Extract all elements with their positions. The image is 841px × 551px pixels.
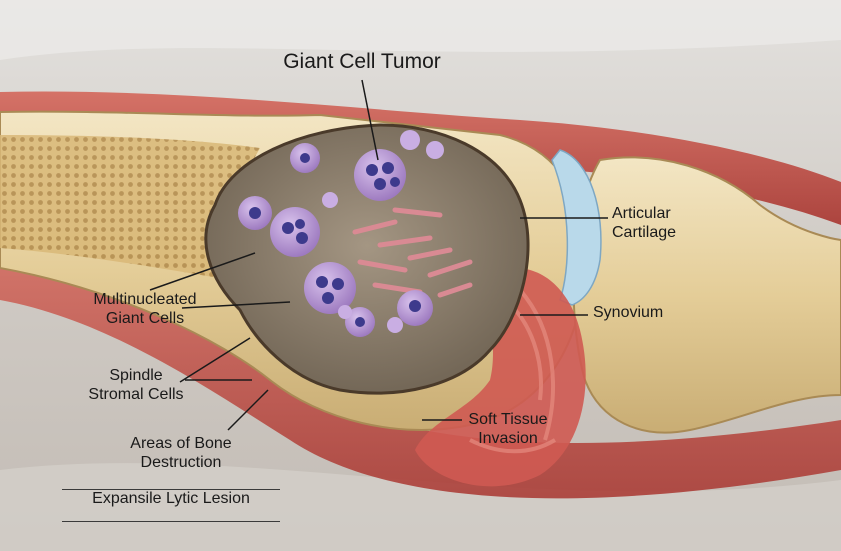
bone-destruction-label: Areas of Bone Destruction bbox=[106, 435, 256, 473]
caption: Expansile Lytic Lesion bbox=[92, 490, 250, 507]
caption-rule-bottom bbox=[62, 521, 280, 522]
synovium-label: Synovium bbox=[593, 304, 664, 321]
soft-tissue-line-1: Soft Tissue bbox=[468, 411, 548, 428]
articular-cartilage-line-1: Articular bbox=[612, 205, 671, 222]
giant-cells bbox=[238, 130, 444, 337]
synovial-mass bbox=[415, 268, 586, 487]
medullary-bone bbox=[0, 135, 260, 285]
title-label: Giant Cell Tumor bbox=[283, 50, 441, 73]
spindle-line-2: Stromal Cells bbox=[88, 385, 184, 403]
multinucleated-label: Multinucleated Giant Cells bbox=[60, 291, 230, 329]
spindle-line-1: Spindle bbox=[109, 367, 163, 384]
multinucleated-line-2: Giant Cells bbox=[105, 309, 185, 327]
caption-rule-top bbox=[62, 489, 280, 490]
spindle-cells bbox=[352, 207, 473, 298]
background-haze-lower bbox=[0, 463, 841, 551]
tumor-mass bbox=[204, 123, 530, 395]
multinucleated-line-1: Multinucleated bbox=[93, 291, 197, 308]
articular-cartilage-label: Articular Cartilage bbox=[612, 205, 676, 243]
background-haze bbox=[0, 0, 841, 60]
leader-lines bbox=[149, 79, 608, 431]
spindle-label: Spindle Stromal Cells bbox=[66, 367, 206, 405]
bone-destruction-line-2: Destruction bbox=[140, 453, 222, 471]
articular-cartilage-line-2: Cartilage bbox=[612, 223, 677, 241]
soft-tissue-label: Soft Tissue Invasion bbox=[448, 411, 568, 449]
bone-destruction-line-1: Areas of Bone bbox=[130, 435, 232, 452]
soft-tissue-line-2: Invasion bbox=[478, 429, 538, 447]
